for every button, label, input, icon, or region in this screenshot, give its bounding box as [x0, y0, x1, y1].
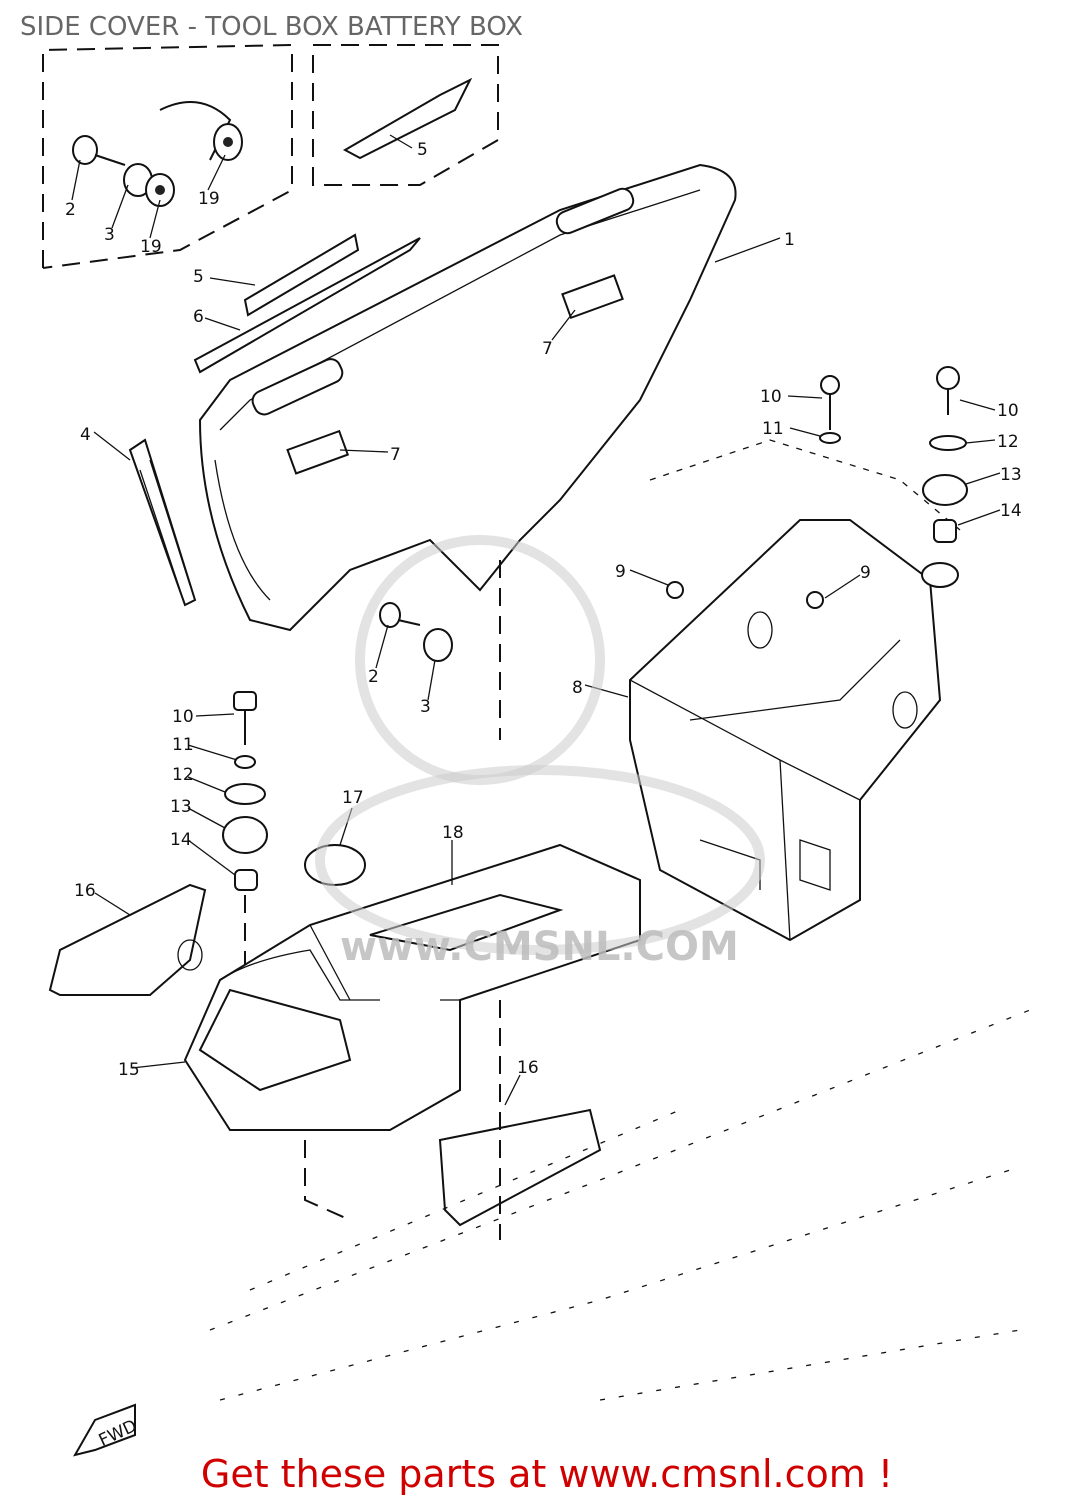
- callout-17: 17: [342, 788, 364, 808]
- callout-12: 12: [997, 432, 1019, 452]
- callout-1: 1: [784, 230, 795, 250]
- callout-16: 16: [74, 881, 96, 901]
- grille-4: [128, 438, 197, 607]
- callout-14: 14: [1000, 501, 1022, 521]
- callout-9: 9: [615, 562, 626, 582]
- callout-10: 10: [760, 387, 782, 407]
- callout-11: 11: [172, 735, 194, 755]
- damper-17: [304, 844, 366, 886]
- callout-3: 3: [420, 697, 431, 717]
- watermark-text: www.CMSNL.COM: [340, 924, 739, 970]
- callout-10: 10: [172, 707, 194, 727]
- callout-18: 18: [442, 823, 464, 843]
- bracket-16-bottom: [438, 1108, 602, 1227]
- fwd-arrow-icon: FWD: [72, 1403, 140, 1457]
- part-callouts: 2 3 19 19 5 5 6 1 7 7 4 10 11 10 12 13 1…: [65, 140, 1022, 1080]
- callout-4: 4: [80, 425, 91, 445]
- callout-10: 10: [997, 401, 1019, 421]
- inset-box-right: [312, 44, 499, 186]
- callout-7: 7: [542, 339, 553, 359]
- inset-box-left: [42, 43, 293, 269]
- callout-11: 11: [762, 419, 784, 439]
- damper-7b: [286, 429, 350, 475]
- callout-5: 5: [193, 267, 204, 287]
- screw-2-icon: [72, 135, 98, 165]
- callout-9: 9: [860, 563, 871, 583]
- callout-2: 2: [368, 667, 379, 687]
- callout-5: 5: [417, 140, 428, 160]
- callout-15: 15: [118, 1060, 140, 1080]
- emblem-5-icon: [342, 77, 473, 160]
- callout-6: 6: [193, 307, 204, 327]
- callout-13: 13: [1000, 465, 1022, 485]
- callout-14: 14: [170, 830, 192, 850]
- callout-16: 16: [517, 1058, 539, 1078]
- callout-13: 13: [170, 797, 192, 817]
- emblem-5b: [243, 233, 360, 317]
- callout-12: 12: [172, 765, 194, 785]
- bracket-16-left: [48, 883, 207, 996]
- callout-2: 2: [65, 200, 76, 220]
- callout-8: 8: [572, 678, 583, 698]
- diagram-title: SIDE COVER - TOOL BOX BATTERY BOX: [20, 12, 523, 42]
- damper-7a: [561, 274, 624, 320]
- callout-3: 3: [104, 225, 115, 245]
- cmsnl-parts-link[interactable]: Get these parts at www.cmsnl.com !: [200, 1452, 894, 1496]
- strip-6: [193, 237, 421, 374]
- cmsnl-watermark: www.CMSNL.COM: [315, 535, 765, 970]
- callout-7: 7: [390, 445, 401, 465]
- bolt-10-right-top-icon: [666, 366, 968, 609]
- callout-19: 19: [198, 189, 220, 209]
- callout-19: 19: [140, 237, 162, 257]
